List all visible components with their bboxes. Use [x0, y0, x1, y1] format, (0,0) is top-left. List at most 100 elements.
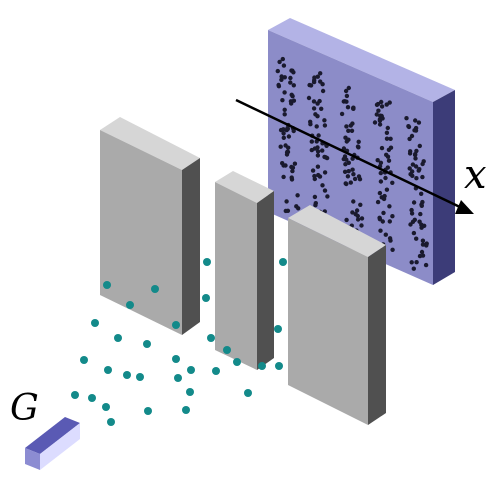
axis-arrow	[235, 98, 474, 214]
detector-hit	[281, 135, 286, 140]
detector-hit	[356, 139, 361, 144]
detector-hit	[345, 105, 351, 110]
detector-hit	[288, 75, 293, 81]
detector-hit	[276, 82, 281, 88]
detector-hit	[411, 230, 417, 236]
detector-hit	[374, 102, 380, 108]
detector-hit	[418, 211, 423, 217]
detector-hit	[322, 170, 328, 175]
detector-hit	[275, 68, 280, 74]
detector-hit	[383, 232, 388, 237]
particle	[203, 258, 211, 266]
detector-hit	[316, 172, 321, 178]
detector-hit	[386, 158, 392, 163]
detector-hit	[283, 143, 288, 148]
detector-hit	[315, 164, 321, 169]
detector-hit	[315, 74, 320, 79]
particle	[103, 281, 111, 289]
particle	[71, 391, 79, 399]
particle	[186, 388, 194, 396]
detector-hit	[410, 162, 416, 167]
detector-hit	[386, 147, 392, 152]
detector-hit	[377, 190, 383, 196]
screen-side-face	[433, 90, 455, 285]
particle	[126, 301, 134, 309]
barrier-left-side	[182, 158, 200, 335]
detector-hit	[387, 100, 392, 105]
axis-arrowhead	[455, 200, 474, 214]
detector-hit	[318, 71, 323, 76]
detector-hit	[378, 228, 383, 233]
detector-hit	[385, 165, 390, 170]
detector-hit	[316, 133, 321, 138]
particle	[174, 374, 182, 382]
detector-hit	[420, 253, 426, 258]
particles	[71, 258, 287, 426]
detector-hit	[308, 122, 313, 127]
detector-hit	[344, 124, 349, 129]
detector-hit	[407, 136, 412, 142]
detector-hit	[378, 179, 384, 184]
detector-hit	[351, 172, 356, 177]
source-top-face	[25, 417, 80, 454]
detector-hit	[409, 211, 415, 216]
detector-hit	[372, 120, 378, 125]
detector-hit	[350, 106, 356, 111]
barrier-right-side	[368, 245, 386, 425]
detector-hit	[407, 166, 412, 171]
detector-hit	[281, 63, 287, 68]
detector-hit	[282, 90, 287, 95]
detector-hit	[384, 136, 390, 141]
detector-hit	[278, 144, 283, 149]
detector-hit	[279, 77, 284, 83]
detector-hit	[407, 151, 413, 156]
source-side-face	[25, 448, 40, 470]
detector-hit	[313, 112, 318, 117]
detector-hit	[409, 207, 414, 213]
detector-hit	[381, 196, 387, 202]
barrier-block-right	[288, 205, 386, 425]
particle	[187, 366, 195, 374]
particle-source-box	[25, 417, 80, 470]
particle	[102, 403, 110, 411]
detector-hit	[411, 200, 417, 205]
detector-hit	[319, 106, 324, 112]
barrier-middle-front	[215, 182, 257, 370]
detector-hit	[355, 144, 361, 149]
detector-hit	[377, 122, 383, 127]
detector-hit	[285, 208, 291, 213]
detector-hit	[281, 131, 286, 136]
particle	[274, 325, 282, 333]
detector-hit	[409, 260, 414, 265]
detector-hit	[351, 199, 356, 204]
detector-hit	[312, 194, 318, 200]
detector-hit	[358, 202, 363, 207]
axis-label: x	[464, 152, 487, 198]
detector-hit	[312, 146, 318, 151]
detector-hit	[292, 161, 298, 166]
detector-hit	[416, 168, 421, 173]
detector-hit	[409, 133, 415, 139]
detector-hit	[280, 98, 285, 103]
detector-hit	[419, 249, 425, 255]
detector-hit	[284, 127, 289, 133]
detector-hit	[291, 83, 296, 88]
detector-hit	[290, 165, 296, 170]
detector-hit	[291, 98, 297, 103]
detector-hit	[288, 80, 293, 85]
detector-hit	[387, 204, 392, 209]
detector-hit	[381, 210, 386, 216]
detector-hit	[286, 134, 292, 139]
detector-hit	[350, 210, 355, 215]
detector-hit	[420, 174, 425, 180]
particle	[275, 362, 283, 370]
detector-hit	[359, 223, 364, 228]
detector-hit	[423, 262, 429, 268]
detector-hit	[414, 260, 419, 265]
detector-hit	[356, 174, 362, 179]
detector-hit	[282, 112, 287, 117]
detector-hit	[344, 93, 350, 99]
detector-hit	[277, 59, 282, 65]
